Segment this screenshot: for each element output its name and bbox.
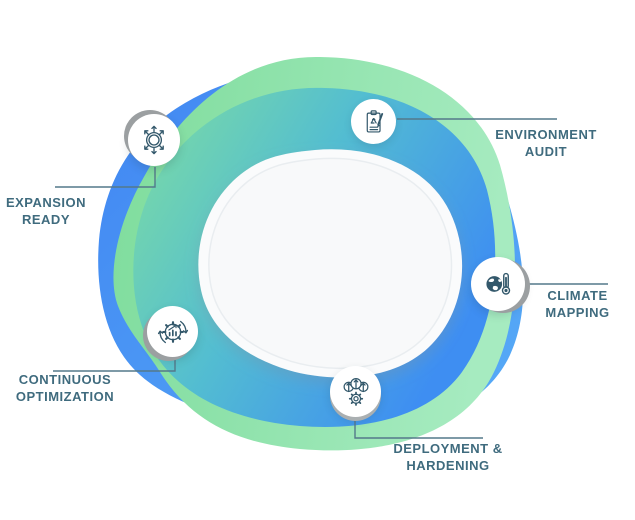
label-line: MAPPING <box>545 305 610 320</box>
expand-arrows-icon <box>144 125 164 155</box>
cloud-upload-gear-icon <box>342 377 369 406</box>
climate-mapping-node <box>471 257 525 311</box>
expansion-ready-label: EXPANSION READY <box>0 194 106 228</box>
deployment-hardening-node <box>330 366 381 417</box>
continuous-optimization-node <box>147 306 198 357</box>
label-line: CONTINUOUS <box>18 372 112 387</box>
label-line: ENVIRONMENT <box>495 127 597 142</box>
clipboard-recycle-icon <box>366 109 383 133</box>
gear-chart-refresh-icon <box>157 320 188 343</box>
connector-deployment-hardening <box>354 418 483 439</box>
deployment-hardening-label: DEPLOYMENT & HARDENING <box>383 440 513 474</box>
environment-audit-node <box>351 99 396 144</box>
environment-audit-label: ENVIRONMENT AUDIT <box>480 126 612 160</box>
white-center-blob <box>198 149 463 378</box>
expansion-ready-node <box>128 114 180 166</box>
label-line: HARDENING <box>406 458 490 473</box>
label-line: OPTIMIZATION <box>15 389 115 404</box>
label-line: DEPLOYMENT & <box>393 441 503 456</box>
globe-thermometer-icon <box>486 272 511 295</box>
connector-continuous-optimization <box>53 358 176 372</box>
label-line: CLIMATE <box>547 288 608 303</box>
connector-expansion-ready <box>55 167 156 188</box>
label-line: EXPANSION <box>5 195 87 210</box>
label-line: AUDIT <box>524 144 568 159</box>
continuous-optimization-label: CONTINUOUS OPTIMIZATION <box>5 371 125 405</box>
label-line: READY <box>21 212 70 227</box>
climate-mapping-label: CLIMATE MAPPING <box>520 287 635 321</box>
